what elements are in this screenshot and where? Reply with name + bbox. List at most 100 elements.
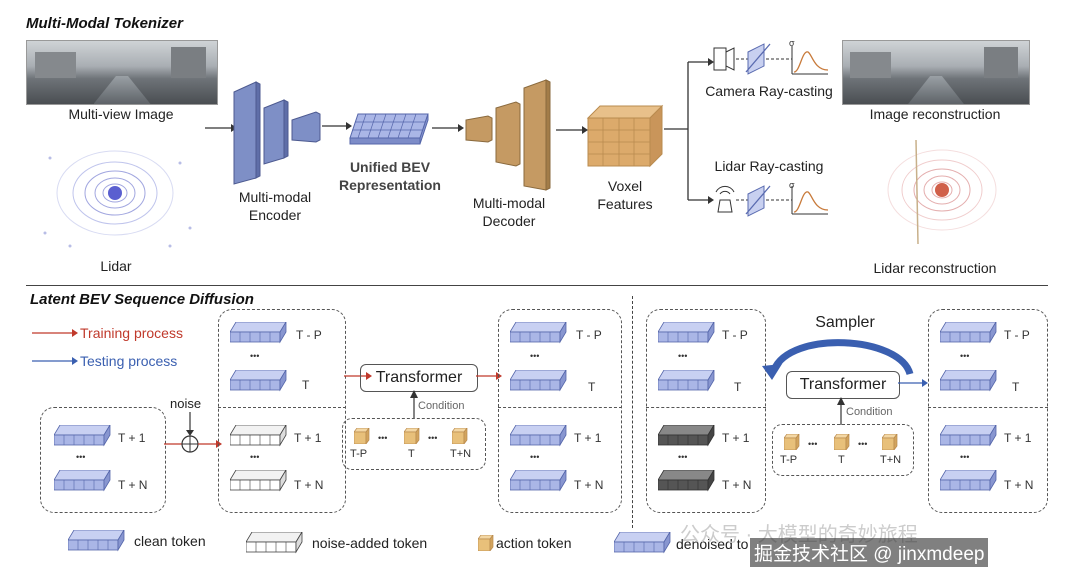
label-t-plus-1: T + 1 (1004, 431, 1032, 445)
section-title-tokenizer: Multi-Modal Tokenizer (26, 15, 183, 32)
voxel-features-cube (586, 104, 664, 168)
label-t-plus-n: T + N (722, 478, 752, 492)
bev-label: Unified BEV Representation (339, 159, 441, 193)
token-dark-t1 (658, 425, 715, 446)
sequence-divider (498, 407, 622, 408)
legend-noise-token: noise-added token (312, 535, 428, 551)
voxel-label: Voxel Features (597, 178, 653, 212)
action-token-t (834, 434, 850, 450)
dots: ••• (678, 351, 688, 361)
token-clean-tp (940, 322, 997, 343)
dots: ••• (530, 452, 540, 462)
arrow-decoder-voxel (556, 126, 588, 134)
cond-label-tp: T-P (350, 448, 368, 460)
cond-label-tn: T+N (880, 454, 902, 466)
token-dark-tn (658, 470, 715, 491)
token-clean-t (510, 370, 567, 391)
encoder-label: Multi-modal Encoder (238, 189, 312, 223)
train-output-box (498, 309, 622, 513)
camera-raycasting-label: Camera Ray-casting (705, 83, 833, 99)
transformer-train: Transformer (360, 364, 478, 392)
token-denoised-t1 (510, 425, 567, 446)
condition-arrow-test (837, 397, 845, 425)
cond-label-t: T (408, 448, 415, 460)
dots: ••• (378, 433, 388, 443)
fork-arrows (664, 58, 714, 204)
dots: ••• (428, 433, 438, 443)
label-t-plus-n: T + N (1004, 478, 1034, 492)
image-reconstruction-label: Image reconstruction (869, 106, 1001, 122)
action-token-tn (452, 428, 468, 444)
label-t-minus-p: T - P (722, 328, 748, 342)
dots: ••• (530, 351, 540, 361)
label-t-minus-p: T - P (296, 328, 322, 342)
cond-label-t: T (838, 454, 845, 466)
image-reconstruction (842, 40, 1030, 105)
sigma-symbol-camera: σ (789, 38, 795, 48)
action-token-t (404, 428, 420, 444)
arrow-encoder-bev (322, 122, 352, 130)
dots: ••• (250, 351, 260, 361)
section-title-diffusion: Latent BEV Sequence Diffusion (30, 291, 254, 308)
test-output-box (928, 309, 1048, 513)
label-t-plus-n: T + N (574, 478, 604, 492)
dots: ••• (250, 452, 260, 462)
label-t-plus-1: T + 1 (574, 431, 602, 445)
dots: ••• (960, 452, 970, 462)
arrow-bev-decoder (432, 124, 464, 132)
action-token-tp (354, 428, 370, 444)
dots: ••• (678, 452, 688, 462)
multi-view-image (26, 40, 218, 105)
cond-label-tn: T+N (450, 448, 472, 460)
label-t-plus-1: T + 1 (118, 431, 146, 445)
dots: ••• (808, 439, 818, 449)
label-t-plus-n: T + N (118, 478, 148, 492)
action-tokens-box-train (342, 418, 486, 470)
lidar-point-cloud (43, 150, 192, 248)
label-t: T (734, 380, 742, 394)
action-token-tn (882, 434, 898, 450)
token-clean-t (230, 370, 287, 391)
testing-arrow-legend (32, 357, 78, 365)
legend-action-token-icon (478, 535, 494, 551)
dots: ••• (858, 439, 868, 449)
token-clean-tp (658, 322, 715, 343)
sigma-symbol-lidar: σ (789, 180, 795, 190)
label-t: T (1012, 380, 1020, 394)
label-t-plus-n: T + N (294, 478, 324, 492)
legend-clean-token-icon (68, 530, 125, 551)
multi-modal-decoder (465, 79, 551, 191)
action-token-tp (784, 434, 800, 450)
action-tokens-box-test (772, 424, 914, 476)
token-clean-t1 (54, 425, 111, 446)
transformer-test: Transformer (786, 371, 900, 399)
section-divider (26, 285, 1048, 286)
label-t: T (302, 378, 310, 392)
multi-view-image-label: Multi-view Image (68, 106, 174, 122)
unified-bev-grid (349, 113, 429, 145)
token-denoised-tn (510, 470, 567, 491)
lidar-reconstruction-label: Lidar reconstruction (873, 260, 997, 276)
lidar-raycasting-label: Lidar Ray-casting (714, 158, 824, 174)
token-clean-tp (510, 322, 567, 343)
sampler-label: Sampler (815, 314, 875, 331)
noise-add-operator (164, 412, 222, 453)
train-test-separator (632, 296, 633, 528)
legend-denoised-token-icon (614, 532, 671, 553)
legend-noise-token-icon (246, 532, 303, 553)
token-clean-tp (230, 322, 287, 343)
condition-arrow-train (410, 390, 418, 418)
label-t-plus-1: T + 1 (722, 431, 750, 445)
sequence-divider (646, 407, 766, 408)
test-input-box (646, 309, 766, 513)
noisy-sequence-box (218, 309, 346, 513)
token-clean-t (658, 370, 715, 391)
condition-label-train: Condition (418, 400, 465, 412)
label-t-minus-p: T - P (1004, 328, 1030, 342)
lidar-raycasting-icons (715, 185, 829, 217)
legend-clean-token: clean token (134, 533, 206, 549)
dots: ••• (76, 452, 86, 462)
label-t-plus-1: T + 1 (294, 431, 322, 445)
token-clean-tn (54, 470, 111, 491)
label-t: T (588, 380, 596, 394)
